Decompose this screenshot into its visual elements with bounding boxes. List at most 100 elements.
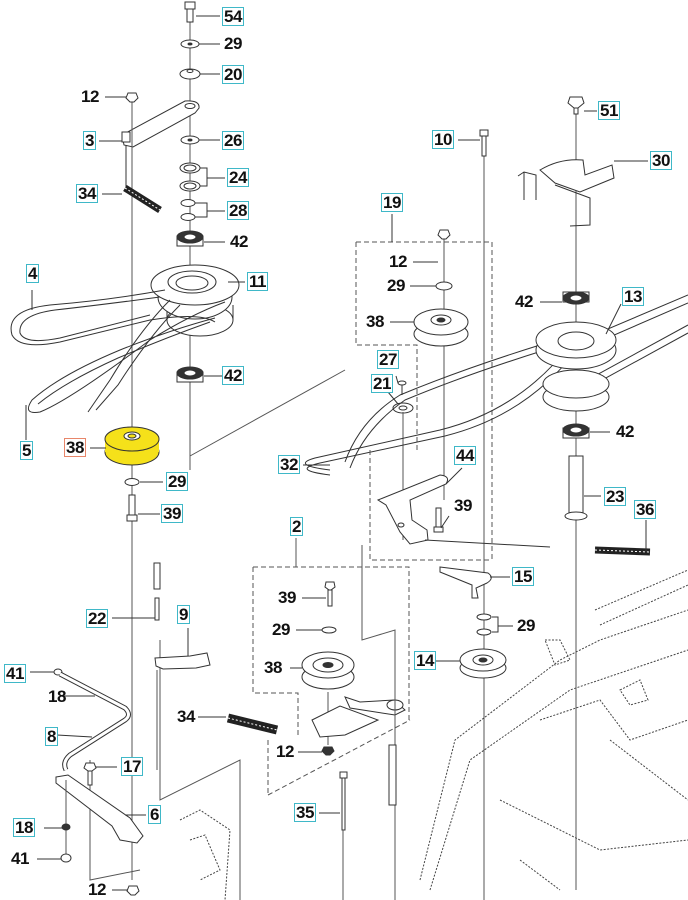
- part-label-44[interactable]: 44: [454, 446, 476, 465]
- bearing-icon[interactable]: [562, 423, 590, 439]
- screw-icon[interactable]: [397, 380, 407, 386]
- part-label-29[interactable]: 29: [272, 620, 290, 639]
- part-label-54[interactable]: 54: [222, 7, 244, 26]
- part-label-19[interactable]: 19: [381, 193, 403, 212]
- deck-belt[interactable]: [304, 294, 688, 476]
- part-label-29[interactable]: 29: [387, 276, 405, 295]
- part-label-39[interactable]: 39: [454, 496, 472, 515]
- part-label-8[interactable]: 8: [45, 727, 58, 746]
- part-label-29[interactable]: 29: [224, 34, 242, 53]
- idler-pulley[interactable]: [459, 648, 507, 679]
- part-label-13[interactable]: 13: [622, 287, 644, 306]
- part-label-39[interactable]: 39: [278, 588, 296, 607]
- washer-icon[interactable]: [124, 478, 140, 486]
- bolt-icon[interactable]: [433, 507, 444, 533]
- part-label-29[interactable]: 29: [517, 616, 535, 635]
- part-label-34[interactable]: 34: [76, 184, 98, 203]
- washer-icon[interactable]: [435, 281, 453, 291]
- idler-pulley[interactable]: [413, 308, 469, 347]
- part-label-12[interactable]: 12: [81, 87, 99, 106]
- part-label-38[interactable]: 38: [366, 312, 384, 331]
- bolt-icon[interactable]: [126, 494, 138, 522]
- part-label-9[interactable]: 9: [177, 605, 190, 624]
- part-label-22[interactable]: 22: [86, 609, 108, 628]
- part-label-34[interactable]: 34: [177, 707, 195, 726]
- part-label-42[interactable]: 42: [515, 292, 533, 311]
- part-label-15[interactable]: 15: [512, 567, 534, 586]
- part-label-41[interactable]: 41: [11, 849, 29, 868]
- spindle-shaft[interactable]: [564, 455, 588, 521]
- part-label-35[interactable]: 35: [294, 803, 316, 822]
- part-label-27[interactable]: 27: [377, 350, 399, 369]
- idler-pulley-highlighted[interactable]: [104, 426, 160, 466]
- part-label-10[interactable]: 10: [432, 130, 454, 149]
- part-label-42[interactable]: 42: [222, 366, 244, 385]
- part-label-3[interactable]: 3: [83, 131, 96, 150]
- part-label-2[interactable]: 2: [290, 517, 303, 536]
- washer-icon[interactable]: [476, 613, 492, 621]
- spring-icon[interactable]: [123, 145, 162, 213]
- link-rod[interactable]: [53, 668, 131, 772]
- part-label-41[interactable]: 41: [4, 664, 26, 683]
- bolt-icon[interactable]: [567, 96, 585, 115]
- nut-icon[interactable]: [125, 92, 139, 103]
- bolt-icon[interactable]: [184, 1, 196, 23]
- drive-belts[interactable]: [10, 289, 226, 413]
- idler-bracket[interactable]: [311, 696, 406, 738]
- nut-icon[interactable]: [437, 229, 451, 240]
- part-label-42[interactable]: 42: [230, 232, 248, 251]
- part-label-30[interactable]: 30: [650, 151, 672, 170]
- bearing-icon[interactable]: [176, 366, 204, 383]
- part-label-36[interactable]: 36: [634, 500, 656, 519]
- part-label-12[interactable]: 12: [88, 880, 106, 899]
- part-label-17[interactable]: 17: [121, 757, 143, 776]
- part-label-14[interactable]: 14: [414, 651, 436, 670]
- part-label-38-selected[interactable]: 38: [64, 438, 86, 457]
- bolt-icon[interactable]: [153, 562, 161, 621]
- part-label-20[interactable]: 20: [222, 65, 244, 84]
- lever[interactable]: [439, 566, 492, 599]
- part-label-39[interactable]: 39: [161, 504, 183, 523]
- link-arm[interactable]: [55, 774, 144, 844]
- bracket-9[interactable]: [154, 652, 211, 670]
- part-label-26[interactable]: 26: [222, 131, 244, 150]
- bolt-icon[interactable]: [339, 771, 348, 831]
- part-label-28[interactable]: 28: [227, 201, 249, 220]
- idler-arm[interactable]: [121, 100, 200, 148]
- belt-guide[interactable]: [517, 159, 615, 227]
- part-label-32[interactable]: 32: [278, 455, 300, 474]
- part-label-12[interactable]: 12: [276, 742, 294, 761]
- spring-icon[interactable]: [226, 713, 279, 735]
- part-label-4[interactable]: 4: [26, 264, 39, 283]
- drive-pulley[interactable]: [150, 264, 240, 337]
- ring-icon[interactable]: [180, 199, 196, 207]
- part-label-29[interactable]: 29: [166, 472, 188, 491]
- part-label-42[interactable]: 42: [616, 422, 634, 441]
- nut-icon[interactable]: [126, 885, 140, 896]
- part-label-12[interactable]: 12: [389, 252, 407, 271]
- part-label-24[interactable]: 24: [227, 168, 249, 187]
- washer-icon[interactable]: [321, 626, 337, 634]
- part-label-5[interactable]: 5: [20, 441, 33, 460]
- clip-icon[interactable]: [61, 823, 71, 831]
- nut-icon[interactable]: [60, 853, 72, 863]
- part-label-6[interactable]: 6: [148, 805, 161, 824]
- deck-pulley[interactable]: [535, 321, 617, 412]
- spring-icon[interactable]: [424, 539, 651, 556]
- bolt-icon[interactable]: [324, 581, 336, 607]
- nut-icon[interactable]: [321, 746, 335, 756]
- part-label-18[interactable]: 18: [13, 818, 35, 837]
- idler-pulley[interactable]: [301, 651, 355, 690]
- part-label-51[interactable]: 51: [598, 101, 620, 120]
- bolt-icon[interactable]: [388, 744, 397, 806]
- part-label-11[interactable]: 11: [247, 272, 268, 291]
- part-label-18[interactable]: 18: [48, 687, 66, 706]
- bolt-icon[interactable]: [479, 129, 489, 157]
- bearing-icon[interactable]: [176, 230, 204, 247]
- part-label-21[interactable]: 21: [371, 374, 393, 393]
- bearing-icon[interactable]: [562, 291, 590, 305]
- bolt-icon[interactable]: [83, 762, 97, 786]
- part-label-23[interactable]: 23: [604, 487, 626, 506]
- part-label-38[interactable]: 38: [264, 658, 282, 677]
